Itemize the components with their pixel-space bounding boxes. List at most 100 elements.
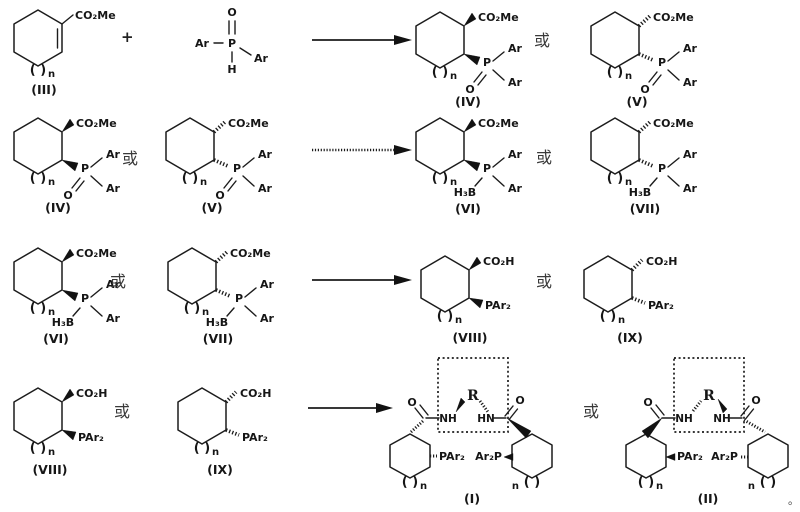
double-bond — [75, 180, 85, 192]
amide-nh-label: NH — [675, 413, 693, 425]
aryl-label: Ar — [508, 148, 523, 161]
oxygen-label: O — [751, 394, 760, 407]
hydrogen-label: H — [227, 63, 236, 76]
ring-size-paren: ( ) — [607, 171, 623, 186]
phosphorus-label: P — [658, 162, 666, 175]
ring-size-n: n — [48, 307, 55, 318]
or-separator: 或 — [122, 149, 139, 168]
aryl-label: Ar — [106, 148, 121, 161]
aryl-label: Ar — [683, 42, 698, 55]
phosphine-label: PAr₂ — [78, 431, 104, 444]
double-bond — [655, 404, 665, 416]
arrow-head — [394, 145, 412, 155]
hash-bond — [630, 258, 644, 272]
ring-size-n: n — [420, 481, 427, 492]
aryl-label: Ar — [258, 182, 273, 195]
or-separator: 或 — [110, 272, 127, 291]
double-bond — [477, 74, 487, 86]
phosphorus-label: P — [233, 162, 241, 175]
arrow-head — [394, 275, 412, 285]
aryl-label: Ar — [508, 182, 523, 195]
ester-label: CO₂Me — [478, 117, 519, 130]
ring-bond — [511, 433, 553, 479]
ring-size-paren: ( ) — [184, 301, 200, 316]
aryl-label: Ar — [260, 312, 275, 325]
or-separator: 或 — [536, 148, 553, 167]
double-bond — [740, 405, 750, 417]
ring-size-paren: ( ) — [432, 65, 448, 80]
wedge-bond — [468, 297, 484, 309]
wedge-bond — [61, 289, 79, 302]
wedge-bond — [463, 159, 481, 172]
double-bond — [419, 404, 429, 416]
phosphorus-label: P — [483, 56, 491, 69]
ring-size-paren: ( ) — [182, 171, 198, 186]
ring-size-n: n — [748, 481, 755, 492]
phosphine-label: Ar₂P — [475, 450, 502, 463]
hash-bond — [631, 296, 646, 305]
oxygen-label: O — [643, 396, 652, 409]
hash-bond — [214, 250, 229, 264]
ring-bond — [415, 11, 465, 69]
acid-label: CO₂H — [240, 387, 271, 400]
amide-nh-label: NH — [439, 413, 457, 425]
ring-bond — [590, 11, 640, 69]
compound-label-ii: (II) — [698, 491, 719, 506]
arrow-step-1 — [312, 35, 412, 45]
structure-vi: CO₂Me P Ar Ar H₃B ( ) n (VI) — [415, 117, 523, 216]
ring-size-paren: ( ) — [30, 171, 46, 186]
bond — [667, 51, 680, 62]
double-bond — [744, 408, 755, 420]
ring-bond — [165, 117, 215, 175]
double-bond — [227, 180, 237, 192]
aryl-label: Ar — [195, 37, 210, 50]
bond — [226, 307, 235, 317]
ring-size-paren: ( ) — [760, 475, 776, 490]
borane-label: H₃B — [52, 316, 74, 329]
structure-iv: CO₂Me P Ar Ar O ( ) n (IV) — [415, 11, 523, 109]
hash-bond — [637, 120, 652, 134]
wedge-bond — [61, 429, 77, 441]
acid-label: CO₂H — [76, 387, 107, 400]
structure-v: CO₂Me P Ar Ar O ( ) n (V) — [590, 11, 698, 109]
structure-ix: CO₂H PAr₂ ( ) n (IX) — [177, 387, 271, 477]
aryl-label: Ar — [260, 278, 275, 291]
phosphorus-label: P — [483, 162, 491, 175]
ester-label: CO₂Me — [653, 117, 694, 130]
sentence-end-mark: 。 — [788, 494, 799, 507]
ring-size-n: n — [625, 71, 632, 82]
acid-label: CO₂H — [646, 255, 677, 268]
structure-ii: O NH R NH O PAr₂ Ar₂P ( ) n n ( ) (II) — [625, 357, 789, 506]
hash-bond — [743, 418, 766, 434]
double-bond — [414, 407, 424, 419]
ring-bond — [583, 255, 633, 313]
ring-size-n: n — [48, 69, 55, 80]
linker-box — [673, 357, 745, 433]
borane-label: H₃B — [629, 186, 651, 199]
structure-vii: CO₂Me P Ar Ar H₃B ( ) n (VII) — [590, 117, 698, 216]
structure-viii: CO₂H PAr₂ ( ) n (VIII) — [13, 387, 107, 477]
ester-label: CO₂Me — [228, 117, 269, 130]
bond — [492, 175, 505, 187]
linker-r-label: R — [467, 388, 479, 404]
bond — [667, 175, 680, 187]
ring-bond — [13, 117, 63, 175]
ring-bond — [590, 117, 640, 175]
hash-bond — [638, 158, 654, 168]
ring-size-n: n — [656, 481, 663, 492]
linker-box — [437, 357, 509, 433]
oxygen-label: O — [215, 189, 224, 202]
double-bond — [648, 71, 658, 83]
wedge-bond — [468, 256, 482, 271]
ring-bond — [415, 117, 465, 175]
compound-label-vi: (VI) — [43, 331, 69, 346]
bond — [90, 157, 103, 168]
bond — [61, 14, 74, 25]
ring-size-n: n — [450, 71, 457, 82]
ester-label: CO₂Me — [76, 247, 117, 260]
bond — [242, 157, 255, 168]
compound-label-ix: (IX) — [207, 462, 233, 477]
ring-bond — [167, 247, 217, 305]
ring-size-paren: ( ) — [30, 301, 46, 316]
